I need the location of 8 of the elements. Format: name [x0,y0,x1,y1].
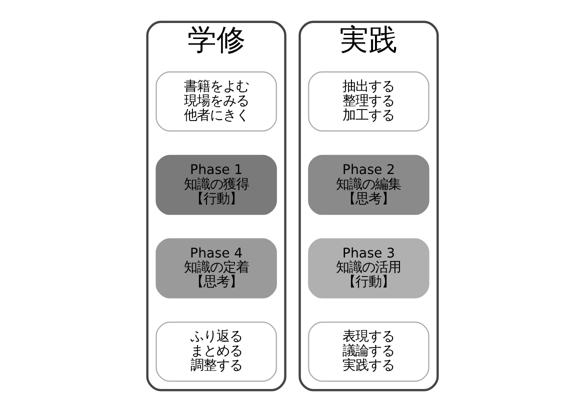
node-box: Phase 1 知識の獲得 【行動】 [156,154,277,215]
node-box: Phase 4 知識の定着 【思考】 [156,238,277,298]
node-box: Phase 2 知識の編集 【思考】 [308,154,430,215]
node-box: 抽出する 整理する 加工する [308,71,430,132]
node-box: Phase 3 知識の活用 【行動】 [308,238,430,298]
node-box: 表現する 議論する 実践する [308,322,430,382]
node-box: 書籍をよむ 現場をみる 他者にきく [156,71,277,132]
node-box: ふり返る まとめる 調整する [156,322,277,382]
